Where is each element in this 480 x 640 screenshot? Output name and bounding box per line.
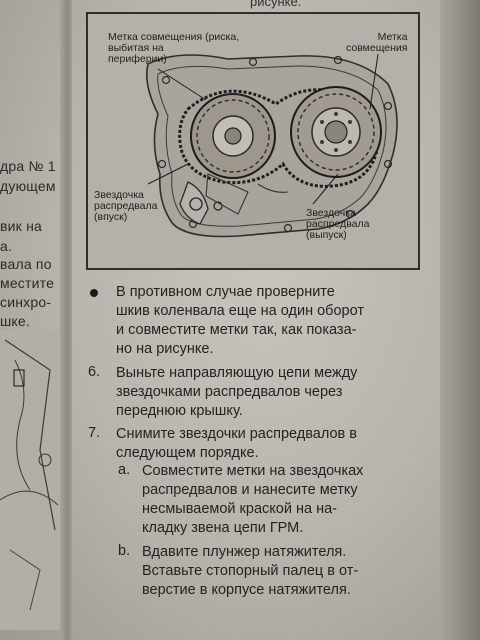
callout-intake-sprocket: Звездочка распредвала (впуск) xyxy=(94,189,158,223)
left-fragment: дра № 1 xyxy=(0,158,56,174)
text-line: Снимите звездочки распредвалов в xyxy=(116,426,357,442)
text-line: несмываемой краской на на- xyxy=(142,501,337,517)
text-line: Вставьте стопорный палец в от- xyxy=(142,563,359,579)
text-line: распредвалов и нанесите метку xyxy=(142,482,358,498)
top-text-fragment: рисунке. xyxy=(250,0,302,9)
timing-diagram xyxy=(145,53,398,238)
left-fragment: а. xyxy=(0,238,13,254)
text-line: кладку звена цепи ГРМ. xyxy=(142,520,304,536)
text-line: шкив коленвала еще на один оборот xyxy=(116,303,365,319)
text-line: Вдавите плунжер натяжителя. xyxy=(142,544,347,560)
left-fragment: местите xyxy=(0,275,55,291)
text-line: переднюю крышку. xyxy=(116,403,243,419)
callout-alignment-mark-left: Метка совмещения (риска, выбитая на пери… xyxy=(108,31,240,65)
timing-diagram-figure: Метка совмещения (риска, выбитая на пери… xyxy=(86,12,420,270)
text-line: Выньте направляющую цепи между xyxy=(116,365,358,381)
partial-illustration xyxy=(0,330,60,630)
text-line: следующем порядке. xyxy=(116,445,259,461)
substep-letter: a. xyxy=(118,462,131,478)
substep-letter: b. xyxy=(118,543,131,559)
text-line: В противном случае проверните xyxy=(116,284,335,300)
left-fragment: вик на xyxy=(0,218,42,234)
left-fragment: дующем xyxy=(0,178,56,194)
page-edge xyxy=(440,0,480,640)
callout-alignment-mark-right: Метка совмещения xyxy=(346,31,408,54)
left-fragment: шке. xyxy=(0,313,30,329)
text-line: и совместите метки так, как показа- xyxy=(116,322,357,338)
step-number: 7. xyxy=(88,425,101,441)
text-line: верстие в корпусе натяжителя. xyxy=(142,582,351,598)
step-number: 6. xyxy=(88,364,101,380)
callout-exhaust-sprocket: Звездочка распредвала (выпуск) xyxy=(306,207,370,241)
left-fragment: вала по xyxy=(0,256,52,272)
text-line: но на рисунке. xyxy=(116,341,214,357)
page-gutter xyxy=(60,0,72,640)
left-fragment: синхро- xyxy=(0,294,52,310)
text-line: звездочками распредвалов через xyxy=(116,384,343,400)
bullet-dot xyxy=(90,289,98,297)
text-line: Совместите метки на звездочках xyxy=(142,463,364,479)
